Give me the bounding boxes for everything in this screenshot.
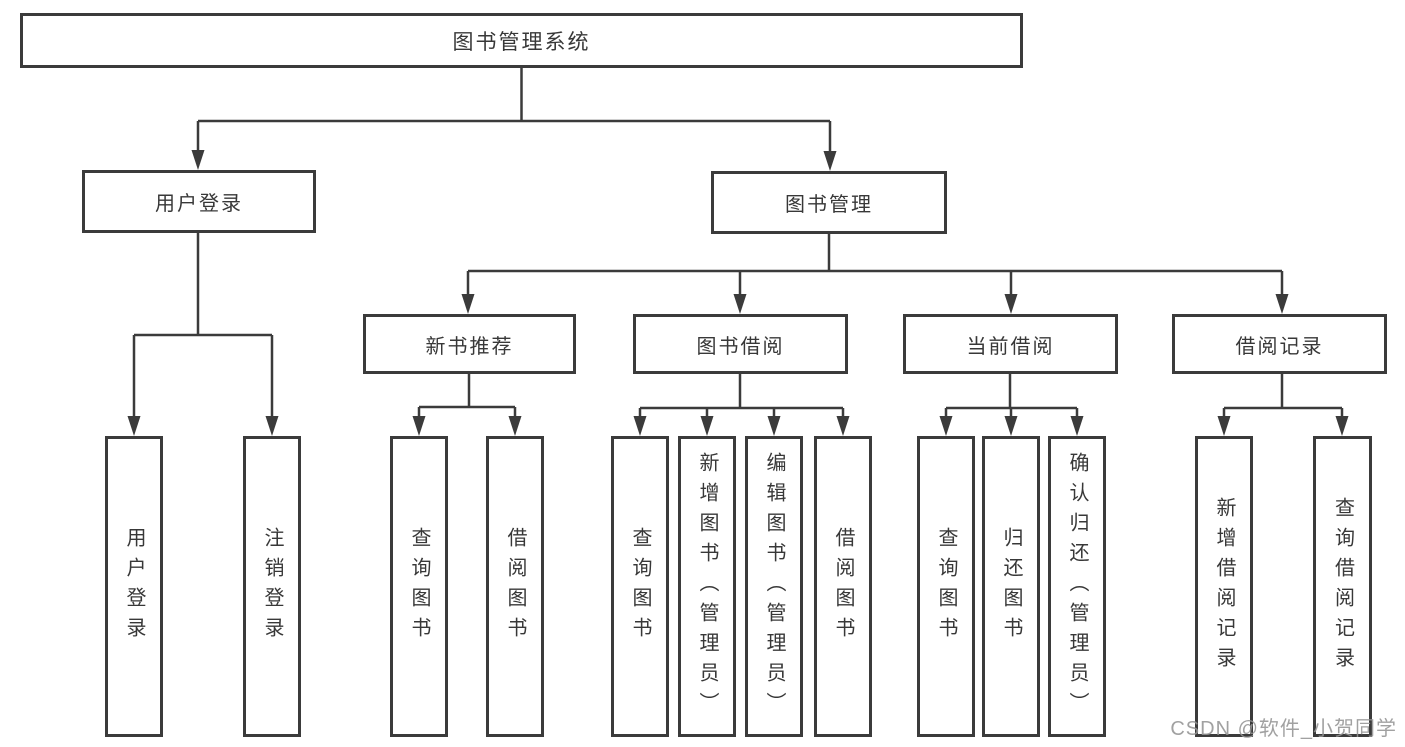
connector-path [1222,374,1344,419]
connector-path [132,233,274,419]
connector-path [944,374,1079,419]
connector-path [638,374,845,419]
arrowhead-down-icon [823,151,837,171]
node-root: 图书管理系统 [20,13,1023,68]
node-current-query-books: 查询图书 [917,436,975,737]
node-borrowing-borrow-books: 借阅图书 [814,436,872,737]
arrowhead-down-icon [461,294,475,314]
arrowhead-down-icon [1275,294,1289,314]
node-book-management: 图书管理 [711,171,947,234]
node-recommend-query-books: 查询图书 [390,436,448,737]
connector-path [466,234,1284,297]
arrowhead-down-icon [700,416,714,436]
node-logout-leaf: 注销登录 [243,436,301,737]
arrowhead-down-icon [939,416,953,436]
node-borrowing-records: 借阅记录 [1172,314,1387,374]
node-new-book-recommend: 新书推荐 [363,314,576,374]
node-records-query-record: 查询借阅记录 [1313,436,1372,737]
arrowhead-down-icon [836,416,850,436]
arrowhead-down-icon [733,294,747,314]
node-borrowing-add-books: 新增图书（管理员） [678,436,736,737]
arrowhead-down-icon [633,416,647,436]
node-current-borrowing: 当前借阅 [903,314,1118,374]
node-current-return-books: 归还图书 [982,436,1040,737]
node-records-add-record: 新增借阅记录 [1195,436,1253,737]
node-recommend-borrow-books: 借阅图书 [486,436,544,737]
node-book-borrowing: 图书借阅 [633,314,848,374]
arrowhead-down-icon [1004,294,1018,314]
connector-path [417,374,517,419]
arrowhead-down-icon [508,416,522,436]
node-borrowing-query-books: 查询图书 [611,436,669,737]
arrowhead-down-icon [767,416,781,436]
node-borrowing-edit-books: 编辑图书（管理员） [745,436,803,737]
arrowhead-down-icon [1070,416,1084,436]
node-current-confirm-return: 确认归还（管理员） [1048,436,1106,737]
arrowhead-down-icon [1217,416,1231,436]
arrowhead-down-icon [1335,416,1349,436]
watermark: CSDN @软件_小贺同学 [1170,718,1397,740]
arrowhead-down-icon [1004,416,1018,436]
node-user-login-leaf: 用户登录 [105,436,163,737]
arrowhead-down-icon [191,150,205,170]
node-user-login: 用户登录 [82,170,316,233]
connector-path [196,68,832,154]
arrowhead-down-icon [127,416,141,436]
arrowhead-down-icon [412,416,426,436]
arrowhead-down-icon [265,416,279,436]
